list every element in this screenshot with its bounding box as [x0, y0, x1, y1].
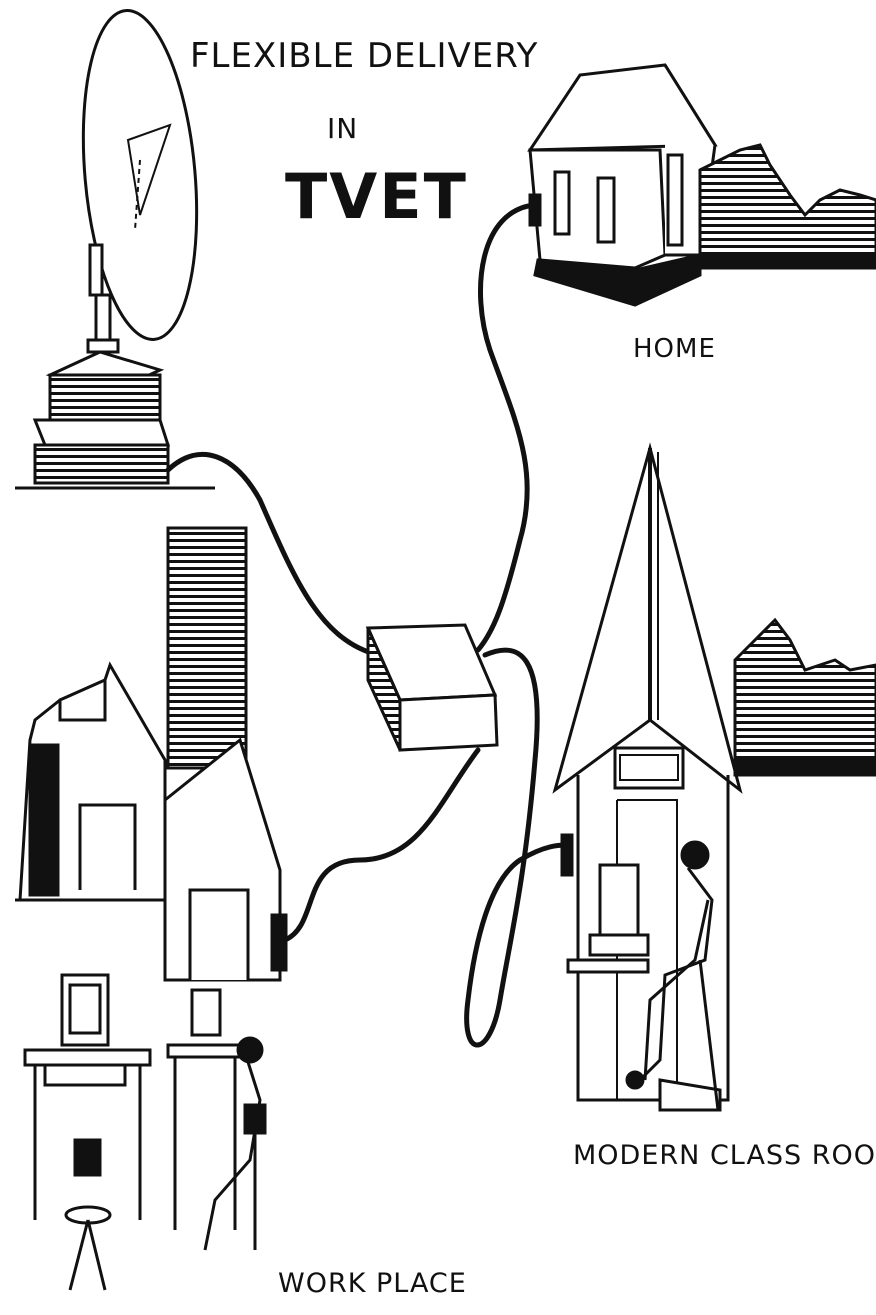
classroom-building-icon — [552, 442, 876, 1102]
satellite-dish-icon — [15, 9, 215, 490]
factory-icon — [15, 526, 288, 982]
network-hub-icon — [365, 623, 499, 752]
house-icon — [527, 63, 876, 307]
home-label: HOME — [633, 334, 716, 364]
diagram-title-line2: IN — [327, 112, 359, 145]
network-cables — [165, 202, 569, 1048]
classroom-label: MODERN CLASS ROOM — [573, 1140, 876, 1171]
computer-desk-icon — [23, 973, 152, 1291]
student-icon — [166, 988, 267, 1251]
workplace-label: WORK PLACE — [278, 1268, 467, 1299]
student-icon — [566, 840, 722, 1112]
diagram-title-line1: FLEXIBLE DELIVERY — [190, 36, 539, 76]
diagram-title-line3: TVET — [285, 160, 468, 233]
